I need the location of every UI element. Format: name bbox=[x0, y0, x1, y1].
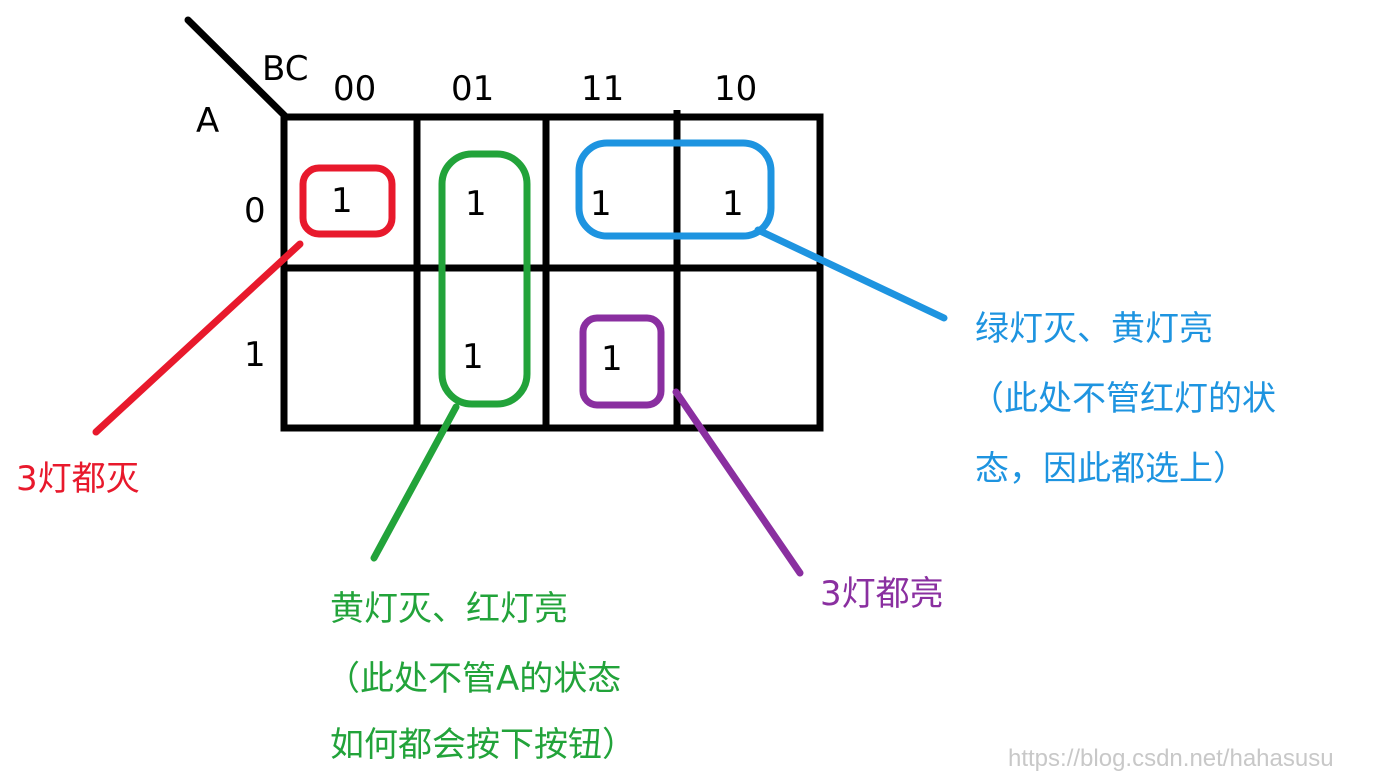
red-annotation: 3灯都灭 bbox=[16, 459, 140, 499]
kmap-grid bbox=[280, 110, 824, 432]
column-header-10: 10 bbox=[714, 69, 757, 109]
purple-annotation: 3灯都亮 bbox=[820, 574, 944, 614]
cell-r0-c1: 1 bbox=[465, 184, 487, 224]
column-variable-label: BC bbox=[262, 49, 308, 89]
column-header-00: 00 bbox=[333, 69, 376, 109]
blue-group-loop bbox=[575, 139, 775, 240]
column-header-01: 01 bbox=[451, 69, 494, 109]
cell-r1-c2: 1 bbox=[601, 339, 623, 379]
row-header-1: 1 bbox=[244, 335, 266, 375]
row-variable-label: A bbox=[196, 101, 219, 141]
purple-group-loop bbox=[579, 314, 665, 409]
watermark-text: https://blog.csdn.net/hahasusu bbox=[1008, 745, 1334, 772]
cell-r0-c0: 1 bbox=[331, 181, 353, 221]
column-header-11: 11 bbox=[581, 69, 624, 109]
header-diagonal-line bbox=[184, 16, 289, 120]
row-header-0: 0 bbox=[244, 191, 266, 231]
blue-pointer-line bbox=[754, 226, 948, 322]
green-annotation-line-2: （此处不管A的状态 bbox=[326, 659, 621, 699]
purple-pointer-line bbox=[672, 388, 804, 577]
green-pointer-line bbox=[370, 403, 460, 562]
red-group-loop bbox=[299, 164, 396, 238]
blue-annotation-line-1: 绿灯灭、黄灯亮 bbox=[975, 309, 1213, 349]
cell-r0-c3: 1 bbox=[722, 184, 744, 224]
cell-r1-c1: 1 bbox=[462, 337, 484, 377]
green-annotation-line-1: 黄灯灭、红灯亮 bbox=[330, 589, 568, 629]
red-pointer-line bbox=[92, 240, 304, 436]
blue-annotation-line-2: （此处不管红灯的状 bbox=[970, 379, 1276, 419]
green-group-loop bbox=[438, 150, 531, 408]
green-annotation-line-3: 如何都会按下按钮） bbox=[330, 725, 636, 765]
blue-annotation-line-3: 态，因此都选上） bbox=[975, 449, 1247, 489]
cell-r0-c2: 1 bbox=[590, 184, 612, 224]
